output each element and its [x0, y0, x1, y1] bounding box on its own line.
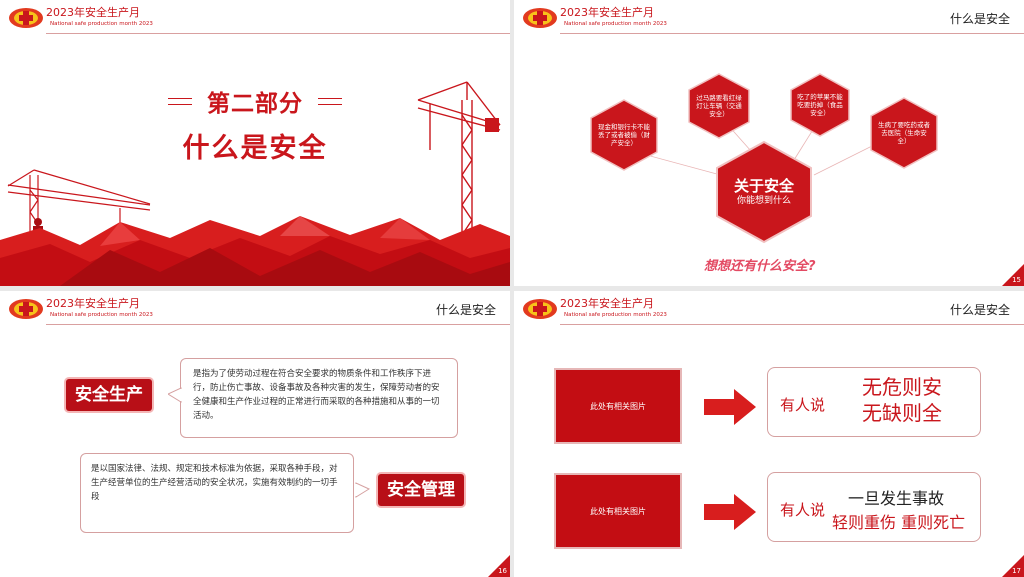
quote-prefix: 有人说 [780, 501, 826, 519]
hex-property-safety: 现金和银行卡不能丢了或者被偷（财产安全） [588, 98, 660, 172]
slide-header: 2023年安全生产月 National safe production mont… [514, 291, 1024, 325]
section-name: 什么是安全 [435, 303, 496, 317]
header-divider [46, 324, 510, 325]
construction-scene-illustration [0, 81, 510, 286]
section-name: 什么是安全 [949, 303, 1010, 317]
safety-emblem-logo [523, 8, 557, 28]
tag-safety-production: 安全生产 [66, 379, 152, 411]
page-corner [1002, 555, 1024, 577]
slide-sayings[interactable]: 2023年安全生产月 National safe production mont… [514, 291, 1024, 577]
definition-box-production: 是指为了使劳动过程在符合安全要求的物质条件和工作秩序下进行，防止伤亡事故、设备事… [180, 358, 458, 438]
slide-about-safety[interactable]: 2023年安全生产月 National safe production mont… [514, 0, 1024, 286]
tag-safety-management: 安全管理 [378, 474, 464, 506]
slide-header: 2023年安全生产月 National safe production mont… [0, 0, 510, 34]
header-subtitle: National safe production month 2023 [564, 312, 667, 318]
image-placeholder: 此处有相关图片 [554, 473, 682, 549]
center-title: 关于安全 [733, 177, 794, 195]
slide-section-title[interactable]: 2023年安全生产月 National safe production mont… [0, 0, 510, 286]
hex-life-safety: 生病了要吃药或者去医院（生命安全） [868, 96, 940, 170]
definition-box-management: 是以国家法律、法规、规定和技术标准为依据，采取各种手段，对生产经营单位的生产经营… [80, 453, 354, 533]
hex-center-about-safety: 关于安全 你能想到什么 [714, 140, 814, 244]
image-placeholder: 此处有相关图片 [554, 368, 682, 444]
hex-food-safety: 吃了的苹果不能吃要扔掉（食品安全） [788, 72, 852, 138]
hex-traffic-safety: 过马路要看红绿灯让车辆（交通安全） [686, 72, 752, 140]
part-label: 第二部分 [160, 84, 350, 118]
slide-definitions[interactable]: 2023年安全生产月 National safe production mont… [0, 291, 510, 577]
header-divider [560, 324, 1024, 325]
quote-line-2: 轻则重伤 重则死亡 [832, 513, 966, 532]
section-name: 什么是安全 [949, 12, 1010, 26]
arrow-right-icon [704, 389, 756, 425]
quote-prefix: 有人说 [780, 396, 826, 414]
page-number: 16 [498, 567, 507, 575]
box-pointer [354, 482, 371, 498]
header-subtitle: National safe production month 2023 [50, 312, 153, 318]
header-title: 2023年安全生产月 [46, 6, 140, 19]
header-title: 2023年安全生产月 [560, 6, 654, 19]
quote-line-1: 一旦发生事故 [848, 489, 945, 508]
quote-box: 有人说 一旦发生事故 轻则重伤 重则死亡 [767, 472, 981, 542]
page-number: 15 [1012, 276, 1021, 284]
quote-box: 有人说 无危则安 无缺则全 [767, 367, 981, 437]
quote-line-1: 无危则安 [862, 375, 942, 399]
safety-emblem-logo [9, 299, 43, 319]
quote-line-2: 无缺则全 [862, 401, 942, 425]
question-text: 想想还有什么安全? [704, 259, 816, 274]
slide-header: 2023年安全生产月 National safe production mont… [0, 291, 510, 325]
header-divider [46, 33, 510, 34]
header-divider [560, 33, 1024, 34]
header-subtitle: National safe production month 2023 [50, 21, 153, 27]
slide-header: 2023年安全生产月 National safe production mont… [514, 0, 1024, 34]
arrow-right-icon [704, 494, 756, 530]
page-number: 17 [1012, 567, 1021, 575]
page-corner [488, 555, 510, 577]
page-corner [1002, 264, 1024, 286]
part-title: 什么是安全 [182, 133, 328, 164]
header-title: 2023年安全生产月 [46, 297, 140, 310]
box-pointer [168, 387, 183, 403]
header-title: 2023年安全生产月 [560, 297, 654, 310]
safety-emblem-logo [523, 299, 557, 319]
safety-emblem-logo [9, 8, 43, 28]
center-subtitle: 你能想到什么 [736, 196, 791, 206]
header-subtitle: National safe production month 2023 [564, 21, 667, 27]
